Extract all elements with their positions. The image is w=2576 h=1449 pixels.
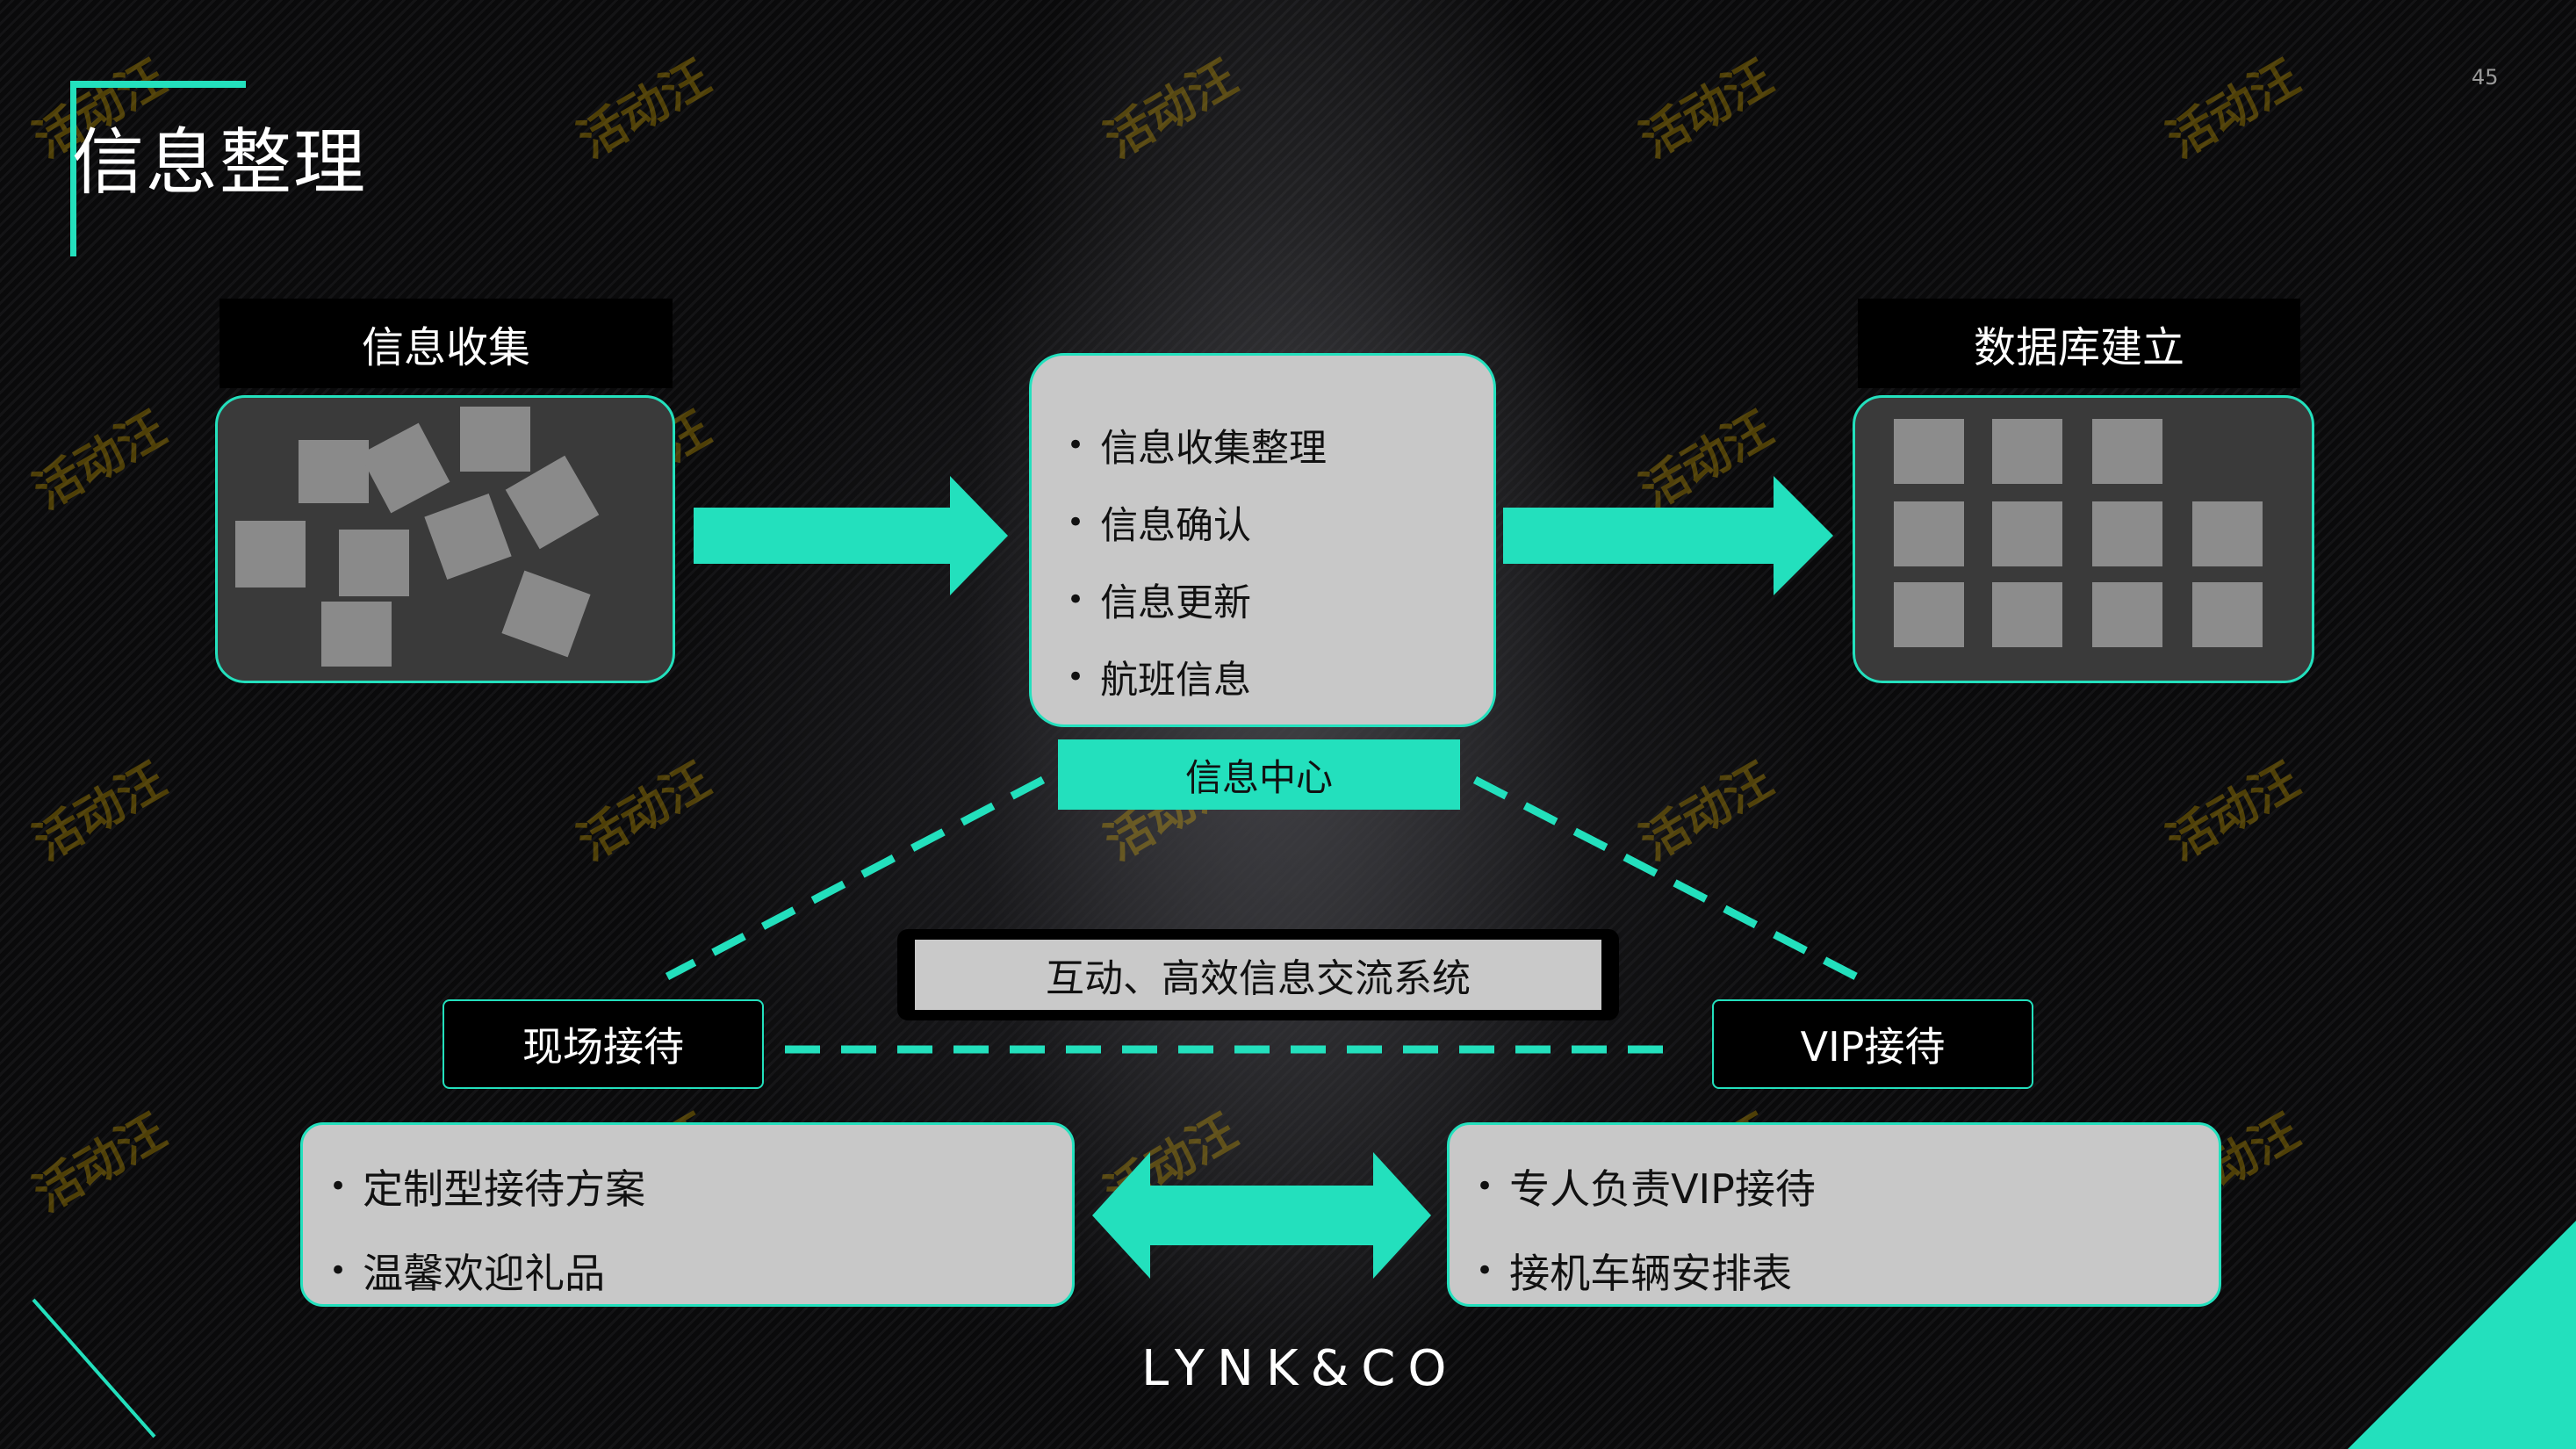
data-block: [2092, 582, 2162, 647]
collect-header: 信息收集: [219, 299, 673, 388]
database-panel: [1853, 395, 2314, 683]
info-center-label: 信息中心: [1058, 739, 1460, 810]
database-header: 数据库建立: [1858, 299, 2300, 388]
title-accent-bar: [70, 81, 246, 88]
info-square: [339, 530, 409, 596]
right-arrow-1: [694, 476, 1008, 595]
data-block: [1894, 582, 1964, 647]
brand-logo: LYNK&CO: [1141, 1340, 1459, 1397]
vip-item: 接机车辆安排表: [1476, 1229, 2219, 1313]
onsite-item: 温馨欢迎礼品: [329, 1229, 1072, 1313]
center-item: 信息更新: [1067, 561, 1493, 638]
data-block: [1992, 419, 2062, 484]
center-item: 信息收集整理: [1067, 407, 1493, 484]
title-accent-bar: [70, 81, 76, 256]
info-square: [299, 440, 369, 503]
vip-detail: 专人负责VIP接待 接机车辆安排表: [1447, 1122, 2221, 1307]
collect-panel: [215, 395, 675, 683]
data-block: [2192, 582, 2263, 647]
info-square: [321, 602, 392, 667]
onsite-item: 定制型接待方案: [329, 1144, 1072, 1229]
system-label: 互动、高效信息交流系统: [915, 940, 1601, 1010]
info-square: [460, 407, 530, 472]
data-block: [1894, 419, 1964, 484]
data-block: [1992, 501, 2062, 566]
right-arrow-2: [1503, 476, 1833, 595]
data-block: [2092, 501, 2162, 566]
center-item: 航班信息: [1067, 638, 1493, 716]
data-block: [1894, 501, 1964, 566]
double-arrow: [1092, 1152, 1431, 1279]
vip-item: 专人负责VIP接待: [1476, 1144, 2219, 1229]
center-item: 信息确认: [1067, 484, 1493, 561]
page-title: 信息整理: [72, 121, 368, 205]
vip-tag: VIP接待: [1712, 999, 2033, 1089]
data-block: [1992, 582, 2062, 647]
page-number: 45: [2472, 65, 2499, 90]
data-block: [2092, 419, 2162, 484]
onsite-detail: 定制型接待方案 温馨欢迎礼品: [300, 1122, 1075, 1307]
data-block: [2192, 501, 2263, 566]
onsite-tag: 现场接待: [443, 999, 764, 1089]
info-square: [235, 521, 306, 588]
info-center-box: 信息收集整理 信息确认 信息更新 航班信息: [1029, 353, 1496, 727]
